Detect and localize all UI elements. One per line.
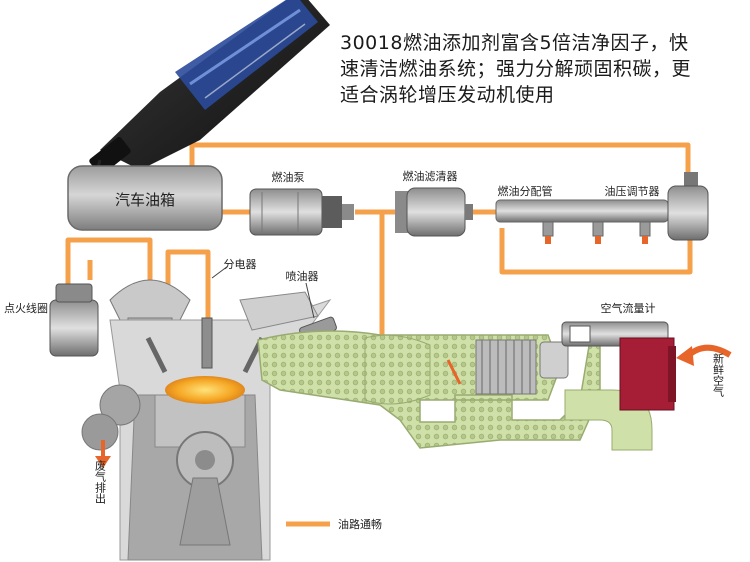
fuel-line-clear-label: 油路通畅 bbox=[338, 517, 382, 531]
headline-line-1: 30018燃油添加剂富含5倍洁净因子，快 bbox=[340, 32, 689, 54]
exhaust-label: 废气排出 bbox=[94, 459, 107, 504]
fuel-filter: 燃油滤清器 bbox=[395, 169, 473, 237]
headline-line-3: 适合涡轮增压发动机使用 bbox=[340, 84, 555, 106]
coil-lead-left bbox=[65, 237, 153, 292]
return-line bbox=[189, 142, 691, 180]
distributor-lead bbox=[165, 249, 211, 318]
fresh-air-label: 新鲜空气 bbox=[712, 352, 725, 397]
fuel-rail: 燃油分配管 bbox=[495, 184, 669, 244]
headline: 30018燃油添加剂富含5倍洁净因子，快 速清洁燃油系统；强力分解顽固积碳，更 … bbox=[340, 30, 730, 108]
fuel-filter-label: 燃油滤清器 bbox=[403, 169, 458, 183]
fuel-pump: 燃油泵 bbox=[249, 170, 354, 236]
engine-block bbox=[81, 291, 332, 561]
distributor-label: 分电器 bbox=[224, 258, 257, 271]
injector-label: 喷油器 bbox=[286, 269, 319, 283]
pressure-regulator-label: 油压调节器 bbox=[605, 184, 660, 198]
regulator-down-line bbox=[499, 228, 693, 275]
pressure-regulator: 油压调节器 bbox=[605, 172, 709, 241]
ignition-coil: 点火线圈 bbox=[4, 283, 99, 357]
headline-line-2: 速清洁燃油系统；强力分解顽固积碳，更 bbox=[340, 58, 692, 80]
ignition-coil-label: 点火线圈 bbox=[4, 301, 48, 315]
air-flow-meter: 空气流量计 bbox=[561, 301, 676, 411]
fuel-rail-label: 燃油分配管 bbox=[498, 184, 553, 198]
fuel-bottle-icon bbox=[89, 0, 330, 176]
fuel-pump-label: 燃油泵 bbox=[272, 170, 305, 184]
fresh-air-arrow-icon bbox=[676, 344, 732, 366]
fuel-tank-label: 汽车油箱 bbox=[115, 191, 175, 209]
combustion-flame bbox=[165, 376, 245, 404]
fuel-tank: 汽车油箱 bbox=[67, 165, 223, 231]
exhaust-arrow-icon bbox=[95, 440, 111, 468]
air-flow-meter-label: 空气流量计 bbox=[601, 301, 656, 315]
intake-manifold bbox=[257, 330, 653, 451]
